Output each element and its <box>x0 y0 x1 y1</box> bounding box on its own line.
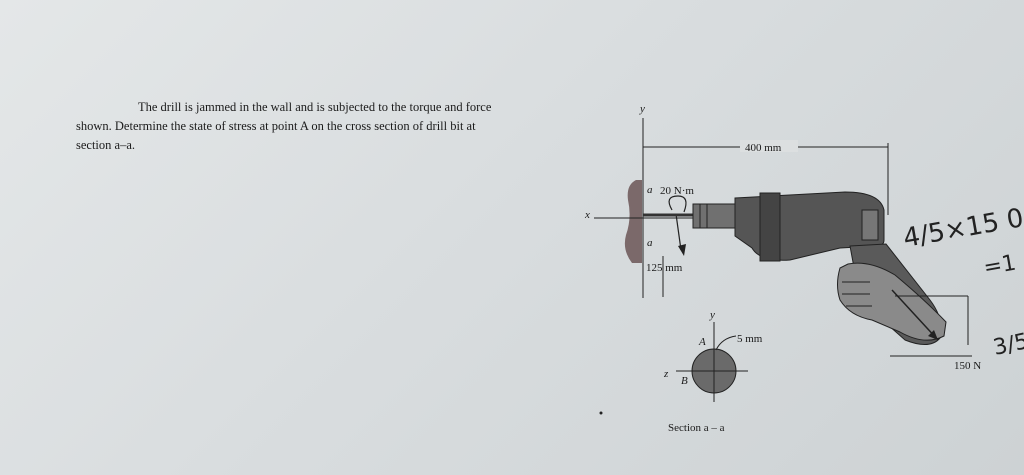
torque-label: 20 N·m <box>660 185 694 197</box>
section-caption: Section a – a <box>668 422 725 434</box>
x-axis-label: x <box>584 209 590 221</box>
problem-text: The drill is jammed in the wall and is s… <box>76 100 492 152</box>
torque-arrow-shaft <box>675 213 682 251</box>
section-y-label: y <box>709 309 715 321</box>
dimension-label-400: 400 mm <box>745 142 782 154</box>
section-z-label: z <box>663 368 669 380</box>
drill-motor-band <box>759 192 781 262</box>
wall <box>624 180 642 263</box>
hand-fingers <box>842 281 872 307</box>
force-arrow <box>891 289 939 341</box>
point-A-label: A <box>698 336 706 348</box>
radius-leader <box>715 335 737 351</box>
dimension-label-125: 125 mm <box>646 262 683 274</box>
force-arrowhead <box>928 330 938 340</box>
drill-vent <box>861 209 879 241</box>
point-B-label: B <box>681 375 688 387</box>
page-dot <box>599 411 603 415</box>
handwritten-note-3: 3/5 <box>991 329 1024 361</box>
handwritten-note-1: 4/5×15 0 <box>901 203 1024 254</box>
dimension-label-bg <box>740 140 798 152</box>
torque-arrow <box>668 195 687 213</box>
section-mark-a-top: a <box>647 184 653 196</box>
drill-chuck <box>692 203 736 229</box>
torque-arrowhead <box>678 244 686 256</box>
y-axis-label: y <box>639 103 645 115</box>
section-mark-a-bottom: a <box>647 237 653 249</box>
handwritten-note-2: =1 <box>982 251 1018 281</box>
problem-statement: The drill is jammed in the wall and is s… <box>76 98 506 155</box>
radius-label: 5 mm <box>737 333 763 345</box>
force-label: 150 N <box>954 360 981 372</box>
